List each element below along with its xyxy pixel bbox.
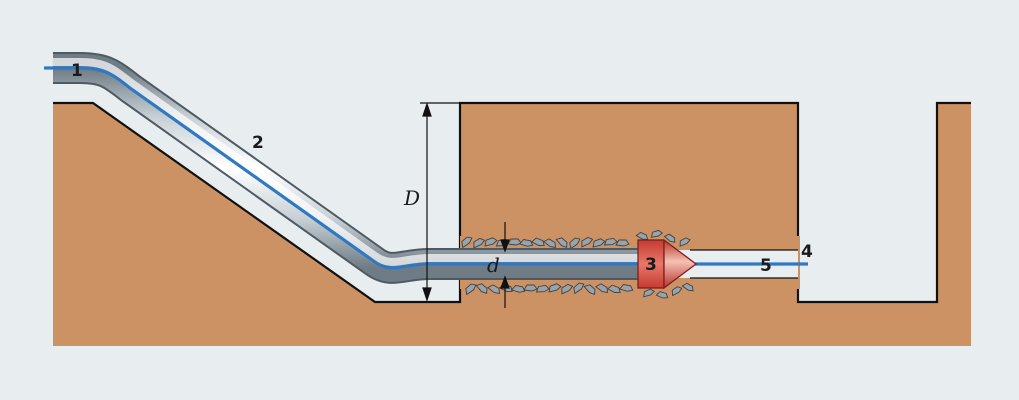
debris-chip <box>603 237 618 246</box>
diameter-dimension <box>500 222 510 308</box>
debris-chip <box>548 283 562 293</box>
debris-chip <box>671 286 683 297</box>
debris-chip <box>606 284 621 293</box>
debris-chip <box>573 282 585 295</box>
debris-chip <box>618 284 634 292</box>
depth-dimension <box>420 102 460 302</box>
debris-chip <box>535 284 550 293</box>
label-entry-point: 1 <box>71 61 83 81</box>
debris-chip <box>594 283 609 294</box>
debris-chip <box>592 238 606 248</box>
debris-chip <box>523 284 538 292</box>
debris-chip <box>679 237 691 247</box>
debris-chip <box>583 284 596 296</box>
debris-chip <box>465 283 477 296</box>
debris-chip <box>507 238 522 246</box>
debris-chip <box>555 237 568 249</box>
debris-chip <box>510 285 526 293</box>
debris-chip <box>473 237 486 249</box>
debris-chip <box>561 283 574 295</box>
label-reamer: 3 <box>645 255 657 275</box>
debris-chip <box>475 283 488 295</box>
label-product-pipe: 5 <box>760 256 772 276</box>
label-pipe-string: 2 <box>252 133 264 153</box>
debris-chip <box>530 237 545 246</box>
debris-chip <box>484 237 498 247</box>
cuttings-debris <box>461 229 694 299</box>
debris-chip <box>518 239 534 247</box>
pipe-centerline <box>44 66 808 270</box>
debris-chip <box>542 238 557 249</box>
debris-chip <box>643 288 655 298</box>
debris-chip <box>650 229 664 238</box>
depth-label: D <box>403 186 420 210</box>
label-exit-point: 4 <box>801 242 813 262</box>
debris-chip <box>655 291 669 299</box>
debris-chip <box>461 236 473 249</box>
reamer-head <box>637 238 698 290</box>
debris-chip <box>663 233 676 243</box>
debris-chip <box>681 282 694 292</box>
soil-outline <box>53 101 971 304</box>
diameter-label: d <box>487 253 500 277</box>
debris-chip <box>635 231 649 240</box>
debris-chip <box>615 239 630 247</box>
debris-chip <box>581 236 594 248</box>
debris-chip <box>486 284 501 295</box>
debris-chip <box>569 237 581 250</box>
